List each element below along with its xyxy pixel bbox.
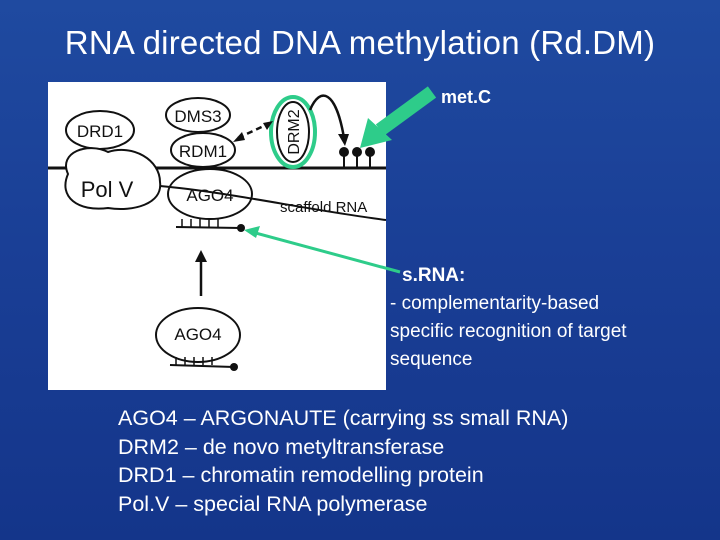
drm2-label: DRM2 [286, 109, 303, 154]
rddm-diagram: DRD1 DMS3 RDM1 DRM2 Pol V AGO4 scaffold … [48, 82, 386, 390]
metc-pointer-head [360, 118, 392, 148]
ago4-top-blob [167, 168, 253, 220]
legend-item-drd1: DRD1 – chromatin remodelling protein [118, 463, 484, 487]
dms3-blob [165, 97, 231, 133]
polv-blob [64, 147, 162, 210]
legend: AGO4 – ARGONAUTE (carrying ss small RNA)… [118, 404, 568, 518]
legend-item-ago4: AGO4 – ARGONAUTE (carrying ss small RNA) [118, 406, 569, 430]
scaffold-rna [159, 185, 386, 221]
scaffold-label: scaffold RNA [280, 199, 367, 216]
methylation-arrowhead [338, 134, 349, 146]
legend-item-polv: Pol.V – special RNA polymerase [118, 491, 428, 516]
srna-pointer-head [244, 226, 260, 238]
rdm1-blob [170, 132, 236, 168]
small-rna-top [175, 219, 245, 232]
methyl-marks [339, 147, 375, 168]
loading-arrowhead [195, 250, 207, 262]
drd1-label: DRD1 [77, 122, 123, 141]
ago4-bottom-blob [155, 307, 241, 363]
drm2-highlight [269, 95, 317, 169]
polv-label: Pol V [81, 177, 134, 202]
metc-pointer [375, 86, 437, 136]
metc-label: met.C [441, 87, 492, 107]
legend-item-drm2: DRM2 – de novo metyltransferase [118, 434, 445, 459]
rdm1-label: RDM1 [179, 142, 227, 161]
diagram-svg: DRD1 DMS3 RDM1 DRM2 Pol V AGO4 scaffold … [48, 94, 386, 371]
srna-annotation: s.RNA: - complementarity-based specific … [390, 262, 627, 374]
drm2-blob [276, 101, 310, 163]
slide-title: RNA directed DNA methylation (Rd.DM) [64, 24, 656, 61]
interaction-arrow [233, 121, 273, 142]
srna-line: specific recognition of target [390, 321, 627, 342]
small-rna-bottom [169, 357, 238, 371]
srna-line: sequence [390, 349, 473, 370]
srna-line: - complementarity-based [390, 293, 600, 314]
methylation-arrow [308, 94, 346, 139]
srna-pointer [251, 230, 401, 274]
dms3-label: DMS3 [174, 107, 221, 126]
ago4-bottom-label: AGO4 [174, 325, 221, 344]
srna-heading: s.RNA: [402, 265, 466, 286]
